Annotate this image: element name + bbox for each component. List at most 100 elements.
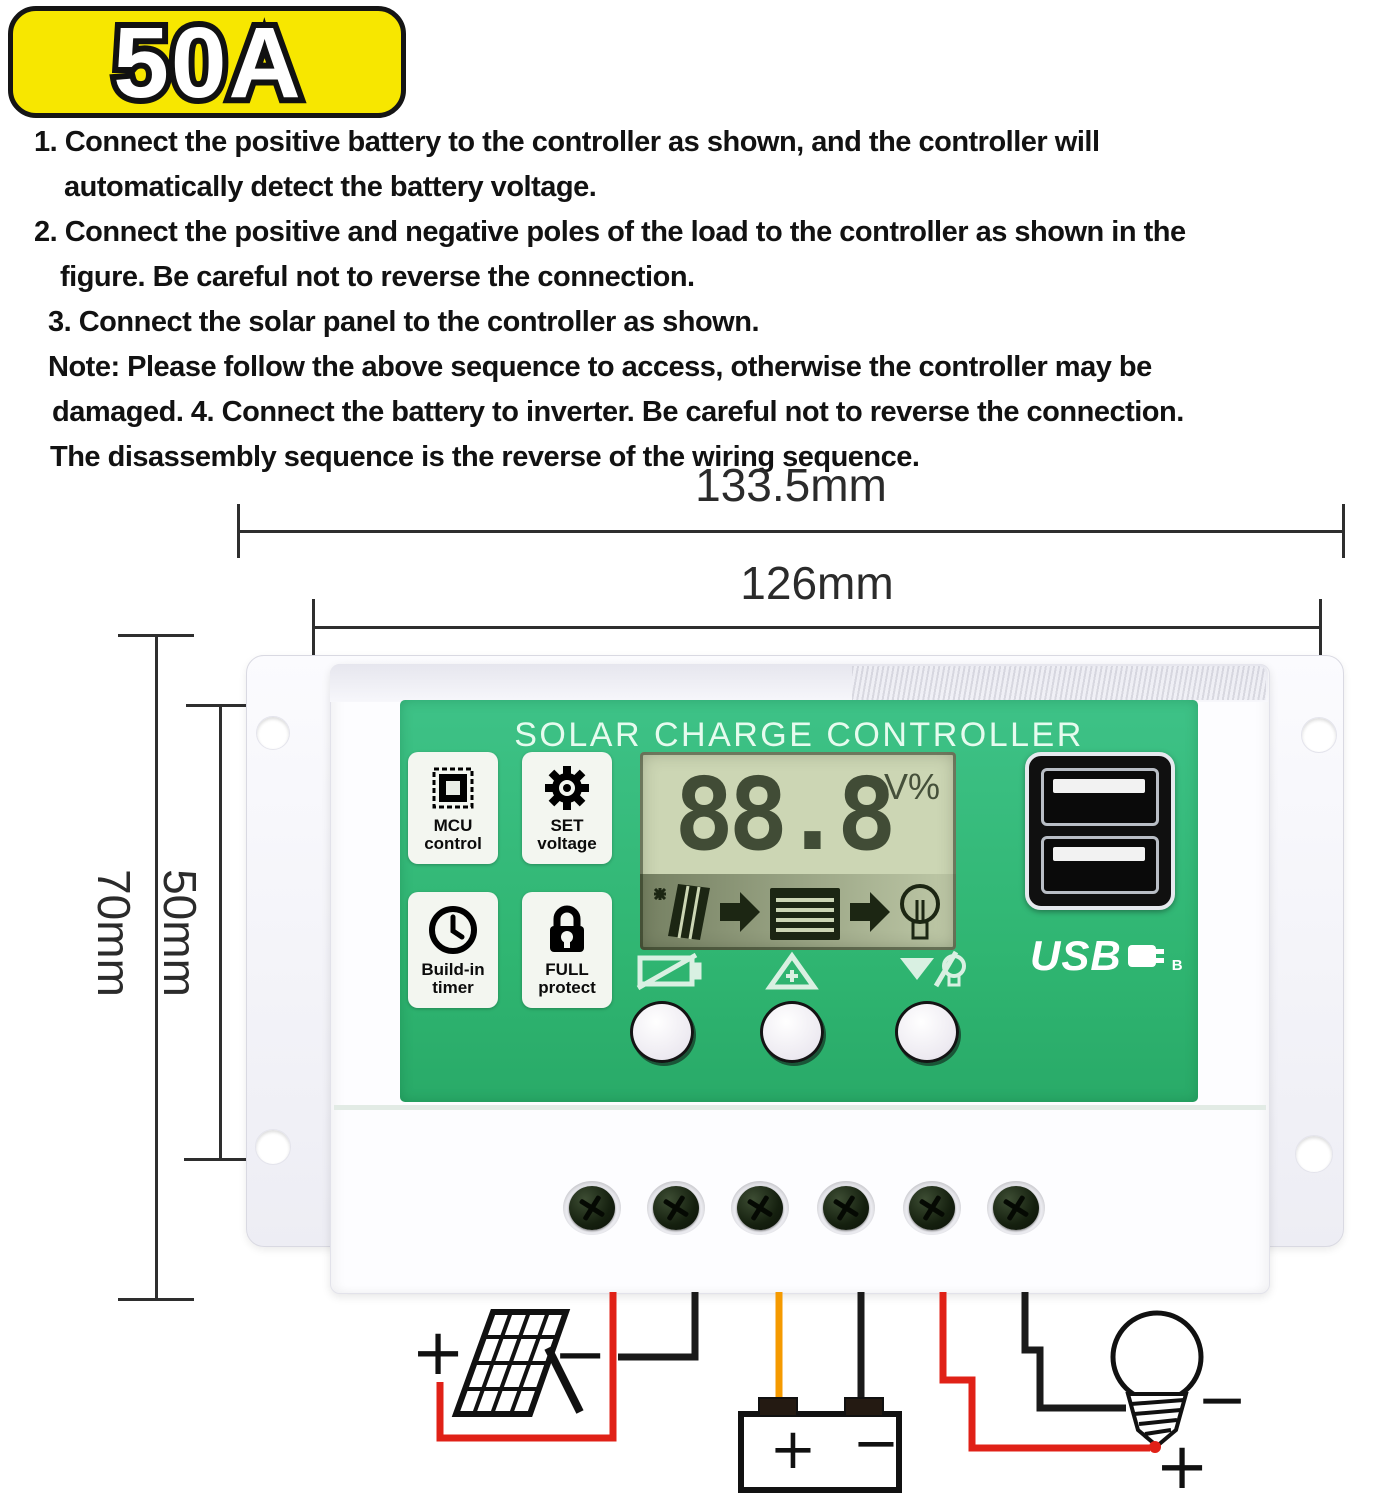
load-negative-wire: [1021, 1292, 1126, 1412]
terminal-recess: [817, 1181, 875, 1235]
lcd-unit: V%: [883, 766, 940, 807]
dim-tick: [237, 504, 240, 558]
feature-tile-set-voltage: SET voltage: [522, 752, 612, 864]
padlock-icon: [550, 905, 584, 952]
instruction-line: 1. Connect the positive battery to the c…: [34, 126, 1100, 158]
feature-label-line: Build-in: [421, 959, 485, 979]
dim-overall-width-line: [237, 530, 1345, 533]
dim-hole-spacing-line: [219, 705, 222, 1161]
dim-hole-spacing-label: 50mm: [154, 869, 206, 997]
knurled-texture: [852, 666, 1266, 700]
terminal-screw-icon: [737, 1186, 783, 1230]
lcd-value: 88.8: [674, 756, 897, 873]
amp-rating-badge-art: 50A: [107, 11, 306, 115]
solar-panel-symbol: [451, 1309, 584, 1417]
feature-label-line: control: [424, 833, 482, 853]
battery-plus-sign: +: [770, 1417, 817, 1482]
instruction-line: damaged. 4. Connect the battery to inver…: [52, 396, 1184, 428]
usb-port-icon: [1041, 768, 1159, 826]
gear-icon: [545, 765, 589, 810]
battery-minus-sign: −: [853, 1411, 900, 1476]
solar-negative-wire: [618, 1292, 699, 1361]
dim-tick: [312, 599, 315, 657]
triangle-plus-icon: [765, 951, 819, 990]
dim-body-width-label: 126mm: [740, 557, 894, 609]
terminal-screw-icon: [993, 1186, 1039, 1230]
usb-logo-suffix: B: [1171, 957, 1183, 974]
solar-plus-sign: +: [411, 1316, 465, 1390]
terminal-recess: [731, 1181, 789, 1235]
arrow-right-icon: [720, 892, 760, 932]
load-button: [895, 1001, 959, 1063]
usb-tongue: [1053, 779, 1145, 793]
terminal-screw-icon: [653, 1186, 699, 1230]
terminal-recess: [987, 1181, 1045, 1235]
lcd-flow-icons: [653, 884, 940, 940]
usb-port-icon: [1041, 836, 1159, 894]
terminal-screw-icon: [569, 1186, 615, 1230]
load-minus-sign: −: [1197, 1365, 1247, 1435]
device-title: SOLAR CHARGE CONTROLLER: [514, 716, 1084, 754]
dim-tick: [1319, 599, 1322, 657]
instruction-line: Note: Please follow the above sequence t…: [48, 351, 1152, 383]
instruction-line: 2. Connect the positive and negative pol…: [34, 216, 1186, 248]
feature-label-line: MCU: [433, 815, 473, 835]
dim-body-width-line: [312, 626, 1322, 629]
dim-tick: [118, 1298, 194, 1301]
battery-symbol: [738, 1397, 902, 1493]
battery-type-button: [630, 1001, 694, 1063]
dim-tick: [118, 634, 194, 637]
usb-logo: USB B: [1030, 930, 1200, 982]
instruction-line: The disassembly sequence is the reverse …: [50, 441, 920, 473]
button-label-icons: [636, 950, 966, 991]
dual-usb-ports: [1025, 752, 1175, 910]
terminal-recess: [647, 1181, 705, 1235]
dim-overall-height-line: [155, 634, 158, 1300]
feature-label-line: protect: [538, 977, 596, 997]
mounting-hole-bottom-left: [255, 1129, 291, 1165]
bulb-icon: [900, 884, 940, 940]
instructions-block: 1. Connect the positive battery to the c…: [34, 120, 1378, 480]
arrow-right-icon: [850, 892, 890, 932]
terminal-screw-icon: [909, 1186, 955, 1230]
set-up-button: [760, 1001, 824, 1063]
battery-icon: [770, 888, 840, 940]
amp-rating-badge: 50A: [8, 6, 406, 118]
instruction-line: automatically detect the battery voltage…: [64, 171, 597, 203]
feature-tile-built-in-timer: Build-in timer: [408, 892, 498, 1008]
load-positive-wire: [939, 1292, 1150, 1452]
usb-tongue: [1053, 847, 1145, 861]
feature-label-line: FULL: [545, 959, 589, 979]
feature-label-line: SET: [550, 815, 584, 835]
panel-housing-divider: [334, 1105, 1266, 1110]
dim-overall-height-label: 70mm: [88, 869, 140, 997]
lcd-display: 88.8 V%: [640, 752, 956, 950]
instruction-line: 3. Connect the solar panel to the contro…: [48, 306, 760, 338]
dim-overall-width-label: 133.5mm: [695, 459, 887, 511]
terminal-screw-icon: [823, 1186, 869, 1230]
usb-plug-icon: [1127, 945, 1164, 967]
feature-tile-mcu-control: MCU control: [408, 752, 498, 864]
battery-slash-icon: [636, 952, 702, 991]
load-plus-sign: +: [1155, 1430, 1209, 1500]
mounting-hole-bottom-right: [1295, 1135, 1333, 1173]
mcu-chip-icon: [432, 767, 474, 808]
dim-tick: [186, 704, 256, 707]
solar-positive-wire: [436, 1292, 617, 1442]
dim-tick: [1342, 504, 1345, 558]
solar-minus-sign: −: [553, 1318, 607, 1392]
load-bulb-icon: [900, 950, 966, 988]
feature-label-line: voltage: [537, 833, 597, 853]
dim-tick: [184, 1158, 254, 1161]
terminal-recess: [903, 1181, 961, 1235]
mounting-hole-top-right: [1301, 717, 1337, 753]
feature-label-line: timer: [432, 977, 474, 997]
sun-icon: [653, 887, 667, 901]
light-bulb-symbol: [1110, 1310, 1204, 1453]
mounting-hole-top-left: [256, 716, 290, 750]
feature-tile-full-protect: FULL protect: [522, 892, 612, 1008]
amp-rating-text: 50A: [113, 11, 302, 115]
instruction-line: figure. Be careful not to reverse the co…: [60, 261, 695, 293]
usb-logo-text: USB: [1030, 932, 1122, 979]
